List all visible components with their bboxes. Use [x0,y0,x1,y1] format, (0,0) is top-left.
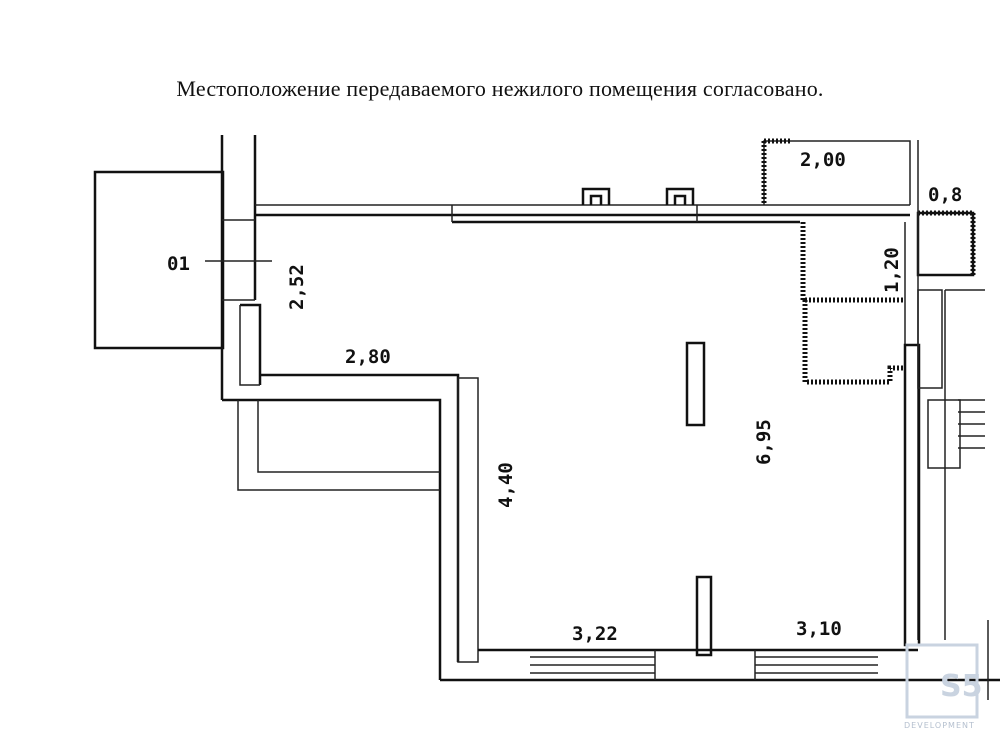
column-top-right [665,187,695,205]
right-wall [903,343,921,647]
approval-caption: Местоположение передаваемого нежилого по… [176,76,824,101]
outer-l-wall [222,398,442,680]
dim-3-22: 3,22 [572,623,618,645]
room-id-label: 01 [167,253,190,275]
logo-subtitle: DEVELOPMENT [904,721,975,730]
dim-2-00: 2,00 [800,149,846,171]
dim-0-8: 0,8 [928,184,962,206]
interior-column-upper [685,341,706,427]
dim-6-95: 6,95 [753,419,775,465]
outer-block [93,170,225,350]
room-lower-small [802,300,905,385]
dim-2-52: 2,52 [286,264,308,310]
window-left [530,656,655,674]
developer-logo: S5 DEVELOPMENT [904,643,982,730]
dim-2-80: 2,80 [345,346,391,368]
room-08 [916,211,975,277]
dim-4-40: 4,40 [495,462,517,508]
column-top-left [581,187,611,205]
dim-3-10: 3,10 [796,618,842,640]
dim-1-20: 1,20 [881,247,903,293]
interior-column-lower [695,575,713,657]
inner-l-wall [260,373,460,662]
window-right [755,656,878,674]
logo-mark: S5 [940,669,982,704]
